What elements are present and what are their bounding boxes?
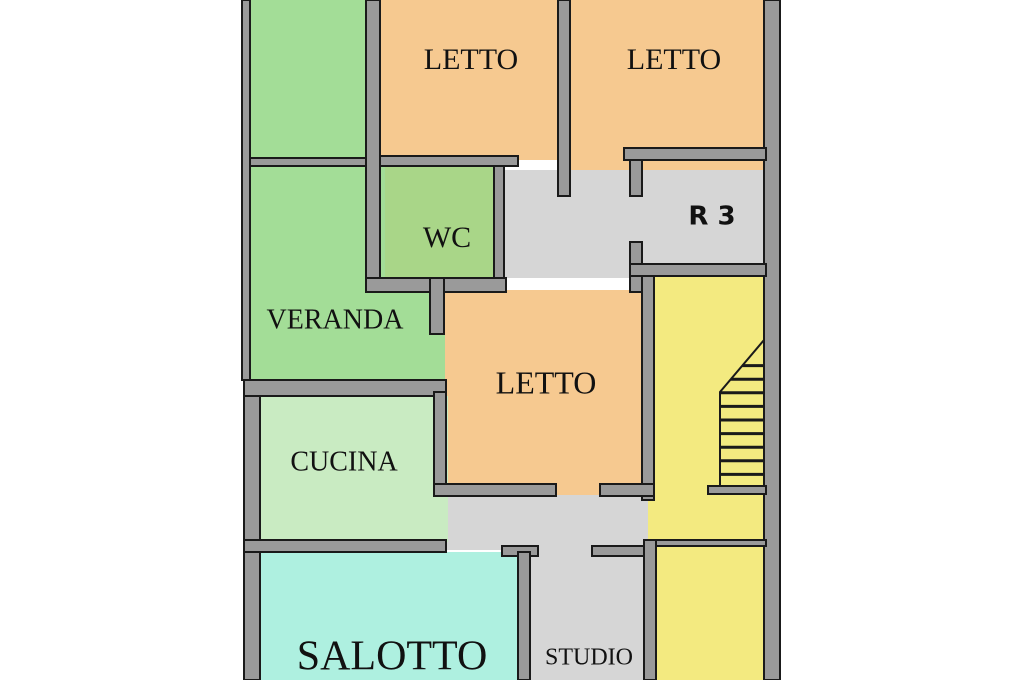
salotto-area — [260, 552, 522, 680]
wall — [433, 391, 447, 497]
letto-center-area — [445, 290, 645, 495]
wall — [365, 0, 381, 281]
wall — [243, 539, 447, 553]
room-label-letto-center: LETTO — [496, 364, 597, 400]
wall — [599, 483, 655, 497]
room-label-cucina: CUCINA — [290, 446, 398, 477]
wall — [249, 157, 367, 167]
cucina-area — [260, 396, 448, 542]
room-label-salotto: SALOTTO — [297, 634, 488, 680]
wall — [241, 0, 251, 381]
wall — [629, 159, 643, 197]
studio-area — [530, 550, 645, 680]
letto-top-left-area — [380, 0, 560, 160]
room-label-veranda: VERANDA — [267, 304, 405, 335]
wall — [763, 0, 781, 680]
wall — [557, 0, 571, 197]
stair-steps — [720, 364, 764, 476]
room-label-letto-top-right: LETTO — [627, 43, 721, 76]
wall — [643, 539, 657, 680]
wall — [433, 483, 557, 497]
wall — [243, 379, 261, 680]
wall — [655, 539, 767, 547]
wall — [623, 147, 767, 161]
room-label-letto-top-left: LETTO — [424, 43, 518, 76]
wall — [379, 155, 519, 167]
wall — [493, 165, 505, 279]
room-label-studio: STUDIO — [545, 645, 633, 671]
letto-top-right-area — [570, 0, 765, 195]
wall — [707, 485, 767, 495]
walls — [241, 0, 781, 680]
veranda-area-top — [248, 0, 366, 158]
room-label-r3: R 3 — [688, 202, 735, 232]
room-label-wc: WC — [423, 221, 471, 254]
room-labels: LETTO LETTO WC R 3 VERANDA LETTO CUCINA … — [267, 43, 736, 680]
wall — [429, 277, 445, 335]
wall — [517, 551, 531, 680]
room-fills — [248, 0, 766, 680]
wc-area — [385, 166, 503, 280]
wall — [641, 275, 655, 501]
hall-lower-area — [445, 495, 650, 550]
wall — [629, 263, 767, 277]
wall — [243, 379, 447, 397]
